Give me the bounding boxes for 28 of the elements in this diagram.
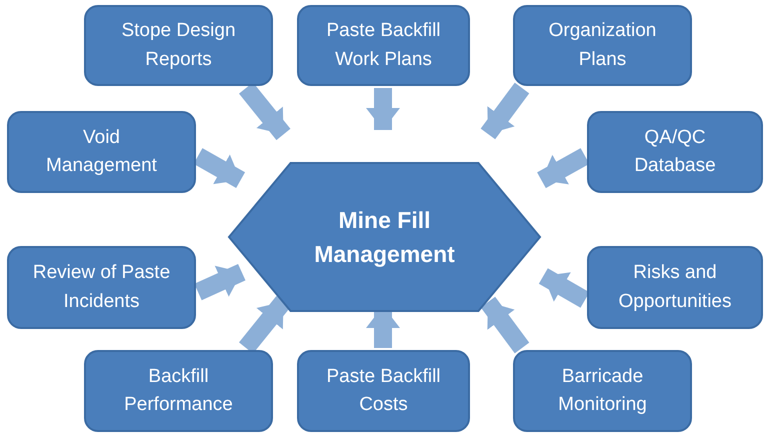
box-label: Stope Design Reports — [120, 19, 237, 72]
box-label: QA/QC Database — [633, 126, 717, 178]
block-arrow — [480, 296, 530, 354]
box-label: Paste Backfill Costs — [325, 364, 442, 417]
topic-box — [513, 350, 692, 432]
box-label: Organization Plans — [548, 19, 658, 72]
hub-label: Mine Fill Management — [313, 206, 456, 269]
box-label: Risks and Opportunities — [617, 261, 732, 314]
box-label: Review of Paste Incidents — [32, 261, 172, 314]
topic-box — [513, 5, 692, 86]
topic-box — [587, 246, 763, 329]
box-label: Backfill Performance — [123, 364, 234, 417]
topic-box — [297, 5, 470, 86]
topic-box — [297, 350, 470, 432]
block-arrow — [480, 82, 530, 140]
block-arrow — [537, 148, 590, 188]
topic-box — [7, 111, 196, 193]
topic-box — [587, 111, 763, 193]
block-arrow — [194, 264, 246, 300]
box-label: Paste Backfill Work Plans — [325, 19, 442, 72]
box-label: Barricade Monitoring — [557, 364, 648, 417]
topic-box — [7, 246, 196, 329]
box-label: Void Management — [45, 126, 158, 178]
block-arrow — [194, 148, 246, 188]
topic-box — [84, 5, 273, 86]
block-arrow — [366, 88, 400, 130]
topic-box — [84, 350, 273, 432]
block-arrow — [538, 268, 590, 308]
